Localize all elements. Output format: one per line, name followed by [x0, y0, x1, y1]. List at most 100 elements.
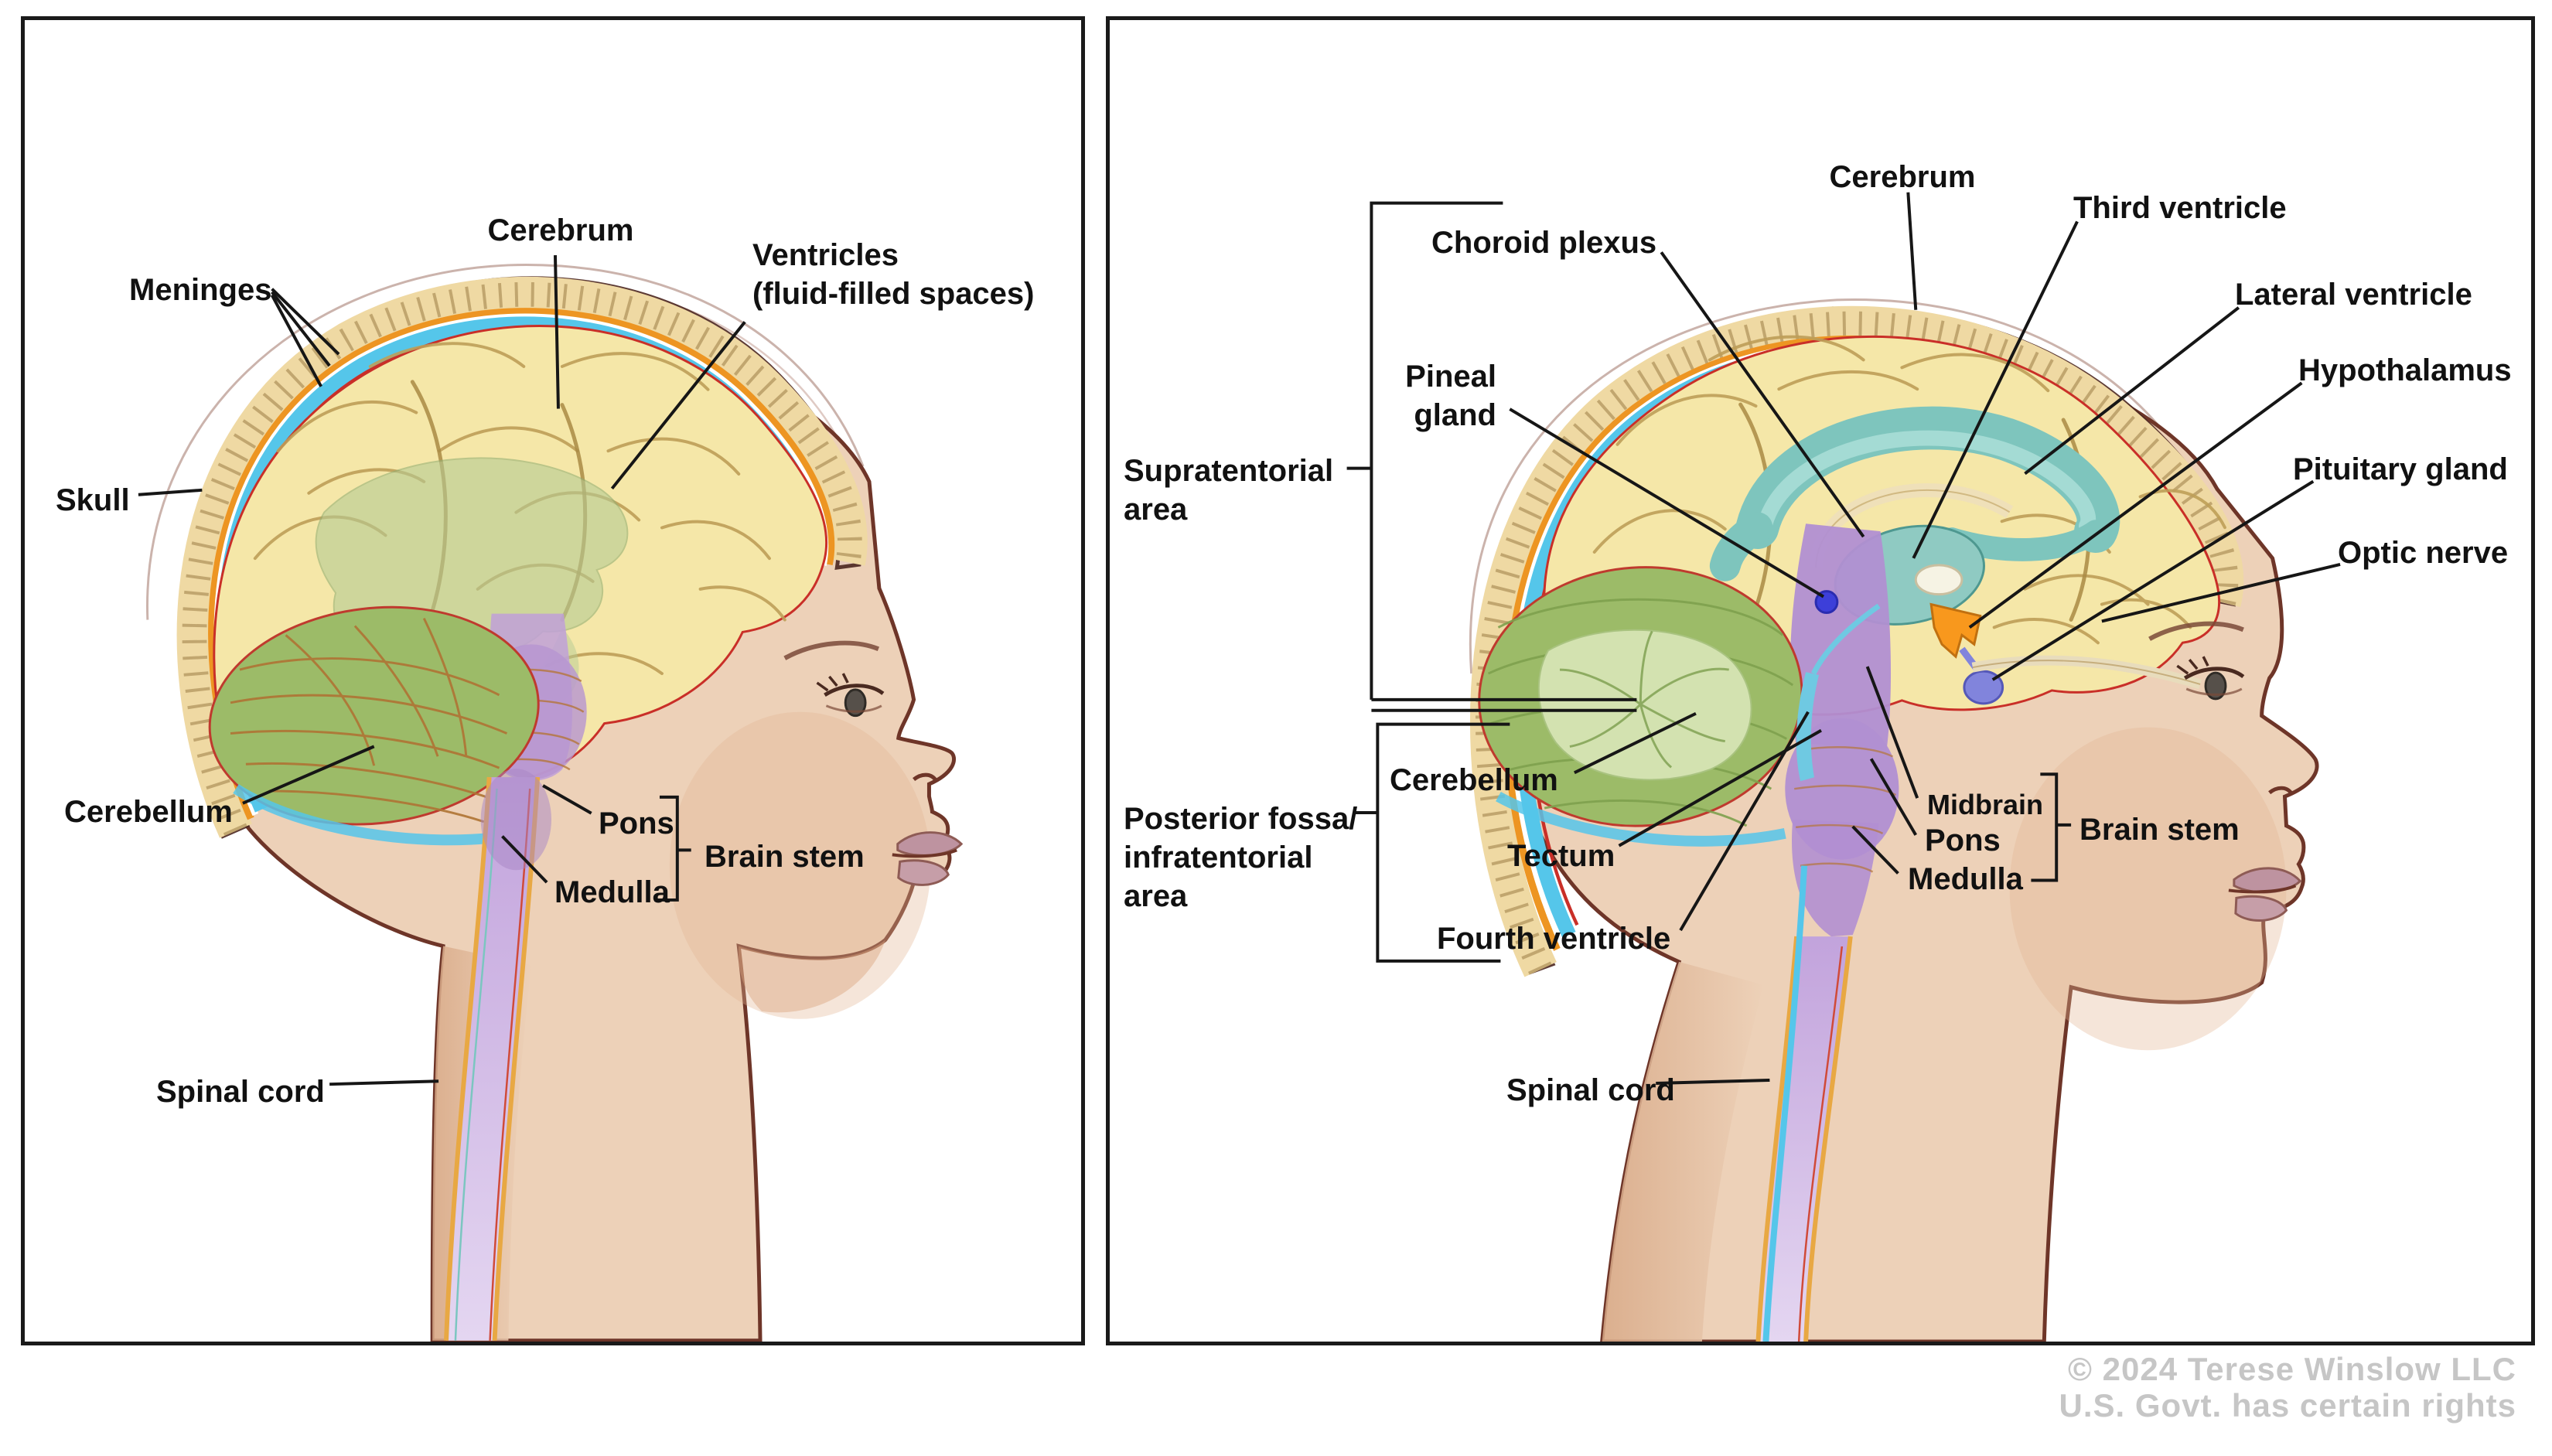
- label-medulla: Medulla: [554, 875, 670, 909]
- label-supratentorial-line1: Supratentorial: [1124, 454, 1334, 488]
- label-lateral-ventricle: Lateral ventricle: [2235, 278, 2472, 312]
- spinal-cord-cyan-line: [1762, 865, 1808, 1342]
- label-optic-nerve: Optic nerve: [2338, 536, 2509, 570]
- lateral-ventricle-highlight: [1757, 430, 2097, 534]
- eyebrow: [2148, 621, 2244, 641]
- csf-below-cerebellum: [233, 784, 517, 846]
- label-pineal-line2: gland: [1414, 398, 1496, 432]
- leader-ventricles: [610, 321, 746, 490]
- label-third-ventricle: Third ventricle: [2073, 191, 2287, 225]
- label-spinal-cord: Spinal cord: [1506, 1073, 1675, 1107]
- leader-third-ventricle: [1912, 220, 2079, 559]
- copyright-line1: © 2024 Terese Winslow LLC: [2068, 1351, 2516, 1387]
- panel-brain-detail: Supratentorial area Choroid plexus Pinea…: [1106, 16, 2535, 1345]
- label-fourth-ventricle: Fourth ventricle: [1437, 922, 1671, 956]
- leader-choroid-plexus: [1660, 251, 1865, 538]
- leader-spinal-cord: [1656, 1078, 1770, 1085]
- cheek-shading: [2009, 727, 2287, 1051]
- label-posterior-line3: area: [1124, 879, 1188, 913]
- right-panel-illustration: [1346, 192, 2341, 1342]
- eyebrow: [783, 640, 880, 660]
- label-brain-stem: Brain stem: [2079, 813, 2240, 847]
- leader-pons: [542, 784, 592, 815]
- mouth-line: [892, 848, 957, 858]
- label-supratentorial-line2: area: [1124, 493, 1188, 527]
- scalp-sketch-lines: [1469, 298, 2209, 674]
- label-brain-stem: Brain stem: [705, 840, 865, 874]
- leader-skull: [138, 488, 203, 496]
- spinal-cord-red-line: [1797, 946, 1844, 1342]
- leader-cerebrum: [553, 254, 560, 409]
- leader-pineal-gland: [1509, 407, 1824, 598]
- label-cerebellum: Cerebellum: [1390, 763, 1558, 797]
- label-choroid-plexus: Choroid plexus: [1431, 226, 1657, 260]
- leader-fourth-ventricle: [1679, 711, 1810, 932]
- label-tectum: Tectum: [1507, 839, 1615, 873]
- label-cerebrum: Cerebrum: [487, 213, 634, 247]
- left-panel-illustration: [138, 254, 964, 1342]
- neck-shading: [1602, 961, 1764, 1342]
- interthalamic-adhesion: [1914, 564, 1963, 596]
- leader-pons: [1869, 758, 1917, 836]
- leader-cerebellum: [242, 745, 375, 805]
- fourth-ventricle-shape: [1796, 672, 1820, 782]
- label-skull: Skull: [56, 483, 130, 517]
- label-pons: Pons: [1925, 823, 2001, 858]
- leader-spinal-cord: [329, 1079, 439, 1086]
- leader-lateral-ventricle: [2024, 306, 2240, 476]
- mouth-line: [2228, 884, 2297, 894]
- eye: [2176, 656, 2245, 701]
- label-spinal-cord: Spinal cord: [156, 1075, 325, 1109]
- leader-meninges: [271, 288, 340, 356]
- nostril: [913, 772, 937, 782]
- upper-lip: [896, 831, 964, 857]
- brain-stem-bracket: [2031, 772, 2059, 882]
- leader-optic-nerve: [2101, 562, 2341, 623]
- spinal-cord-orange-edge: [1803, 936, 1853, 1342]
- leader-medulla: [501, 835, 548, 884]
- label-posterior-line1: Posterior fossa/: [1124, 802, 1358, 836]
- lower-lip: [2234, 895, 2288, 922]
- label-midbrain: Midbrain: [1927, 789, 2043, 820]
- label-pons: Pons: [599, 806, 674, 841]
- leader-cerebrum: [1906, 192, 1918, 310]
- leader-pituitary-gland: [1991, 479, 2315, 681]
- label-pineal-line1: Pineal: [1405, 360, 1496, 394]
- panel-brain-overview: Meninges Cerebrum Ventricles (fluid-fill…: [21, 16, 1085, 1345]
- leader-meninges: [270, 294, 322, 387]
- leader-hypothalamus: [1968, 381, 2303, 629]
- medulla-shape: [1791, 819, 1879, 937]
- cheek-shading: [669, 711, 931, 1019]
- left-leader-lines: [138, 254, 746, 1086]
- supratentorial-bracket: [1370, 201, 1503, 700]
- leader-meninges: [271, 291, 331, 367]
- cerebral-aqueduct: [1810, 603, 1881, 675]
- spinal-cord-shape: [1758, 936, 1851, 1342]
- label-ventricles-line2: (fluid-filled spaces): [752, 277, 1035, 311]
- copyright-notice: © 2024 Terese Winslow LLC U.S. Govt. has…: [2059, 1351, 2516, 1424]
- right-leader-lines: [1346, 192, 2341, 1085]
- label-posterior-line2: infratentorial: [1124, 841, 1313, 875]
- leader-medulla: [1851, 825, 1899, 875]
- nostril: [2268, 786, 2293, 795]
- jaw-shading: [738, 939, 885, 1013]
- label-meninges: Meninges: [129, 273, 272, 307]
- scalp-sketch-lines: [146, 264, 865, 620]
- copyright-line2: U.S. Govt. has certain rights: [2059, 1387, 2516, 1424]
- label-hypothalamus: Hypothalamus: [2298, 353, 2512, 387]
- cerebellum-shape: [208, 605, 540, 826]
- label-cerebrum: Cerebrum: [1829, 160, 1976, 194]
- cerebellum-arbor-vitae: [1537, 629, 1752, 781]
- label-ventricles-line1: Ventricles: [752, 238, 899, 272]
- label-cerebellum: Cerebellum: [64, 795, 233, 829]
- leader-cerebellum: [1573, 711, 1697, 775]
- optic-nerve-outline: [1972, 660, 2201, 685]
- eye: [816, 673, 885, 718]
- spinal-cord-orange-edge: [1755, 936, 1800, 1342]
- leader-midbrain: [1865, 666, 1919, 799]
- spinal-cord-shape: [446, 777, 538, 1341]
- label-medulla: Medulla: [1908, 862, 2023, 896]
- lower-lip: [897, 859, 950, 886]
- label-pituitary-gland: Pituitary gland: [2293, 452, 2508, 486]
